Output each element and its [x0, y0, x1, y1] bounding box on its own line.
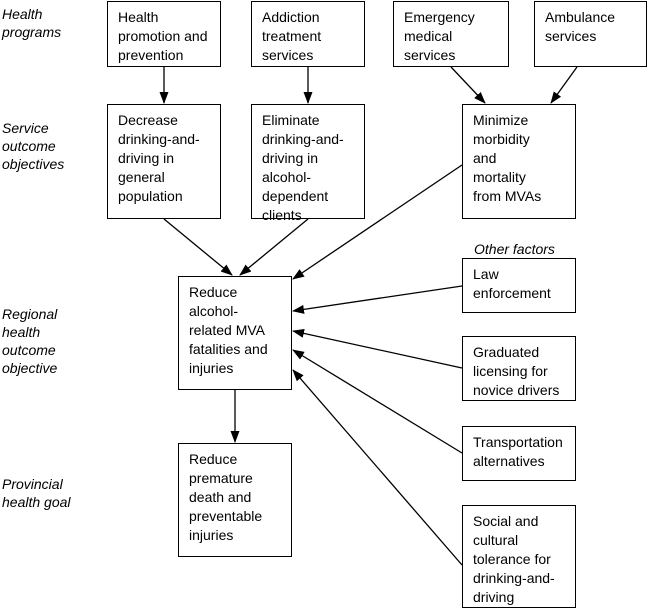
box-text: Ambulance services [545, 9, 616, 44]
arrow-minimize-to-regional [292, 164, 463, 280]
program-emergency-medical: Emergency medical services [393, 1, 509, 67]
arrow-transport-to-regional [292, 349, 463, 454]
box-text: Decrease drinking-and- driving in genera… [118, 112, 200, 204]
box-text: Graduated licensing for novice drivers [473, 344, 560, 398]
box-text: Minimize morbidity and mortality from MV… [473, 112, 542, 204]
box-text: Health promotion and prevention [118, 9, 208, 63]
provincial-goal-reduce-premature-death: Reduce premature death and preventable i… [178, 443, 292, 557]
level-label-provincial-health-goal: Provincial health goal [2, 476, 71, 510]
other-factors-label: Other factors [474, 241, 555, 257]
arrow-eliminate-to-regional [239, 218, 309, 276]
factor-transportation-alternatives: Transportation alternatives [462, 426, 576, 481]
program-addiction-treatment: Addiction treatment services [251, 1, 365, 67]
arrow-law-to-regional [292, 285, 463, 314]
factor-social-cultural-tolerance: Social and cultural tolerance for drinki… [462, 505, 576, 608]
program-ambulance: Ambulance services [534, 1, 647, 67]
level-label-health-programs: Health programs [2, 6, 62, 40]
box-text: Reduce premature death and preventable i… [189, 451, 263, 543]
box-text: Eliminate drinking-and- driving in alcoh… [262, 112, 344, 223]
program-health-promotion: Health promotion and prevention [107, 1, 221, 67]
factor-graduated-licensing: Graduated licensing for novice drivers [462, 336, 576, 401]
regional-objective-reduce-fatalities: Reduce alcohol- related MVA fatalities a… [178, 276, 292, 390]
box-text: Reduce alcohol- related MVA fatalities a… [189, 284, 268, 376]
box-text: Law enforcement [473, 266, 551, 301]
box-text: Social and cultural tolerance for drinki… [473, 513, 555, 605]
arrow-ambulance-to-minimize [550, 66, 578, 104]
objective-decrease-drinking-driving: Decrease drinking-and- driving in genera… [107, 104, 221, 219]
box-text: Addiction treatment services [262, 9, 322, 63]
arrow-licensing-to-regional [292, 328, 463, 369]
objective-eliminate-drinking-driving: Eliminate drinking-and- driving in alcoh… [251, 104, 365, 223]
level-label-service-outcome-objectives: Service outcome objectives [2, 120, 65, 172]
objective-minimize-morbidity: Minimize morbidity and mortality from MV… [462, 104, 576, 219]
arrow-decrease-to-regional [163, 218, 233, 276]
box-text: Transportation alternatives [473, 434, 563, 469]
arrow-tolerance-to-regional [292, 369, 463, 566]
box-text: Emergency medical services [404, 9, 475, 63]
level-label-regional-health-outcome-objective: Regional health outcome objective [2, 306, 58, 376]
factor-law-enforcement: Law enforcement [462, 258, 576, 313]
arrow-emergency-to-minimize [450, 66, 486, 104]
